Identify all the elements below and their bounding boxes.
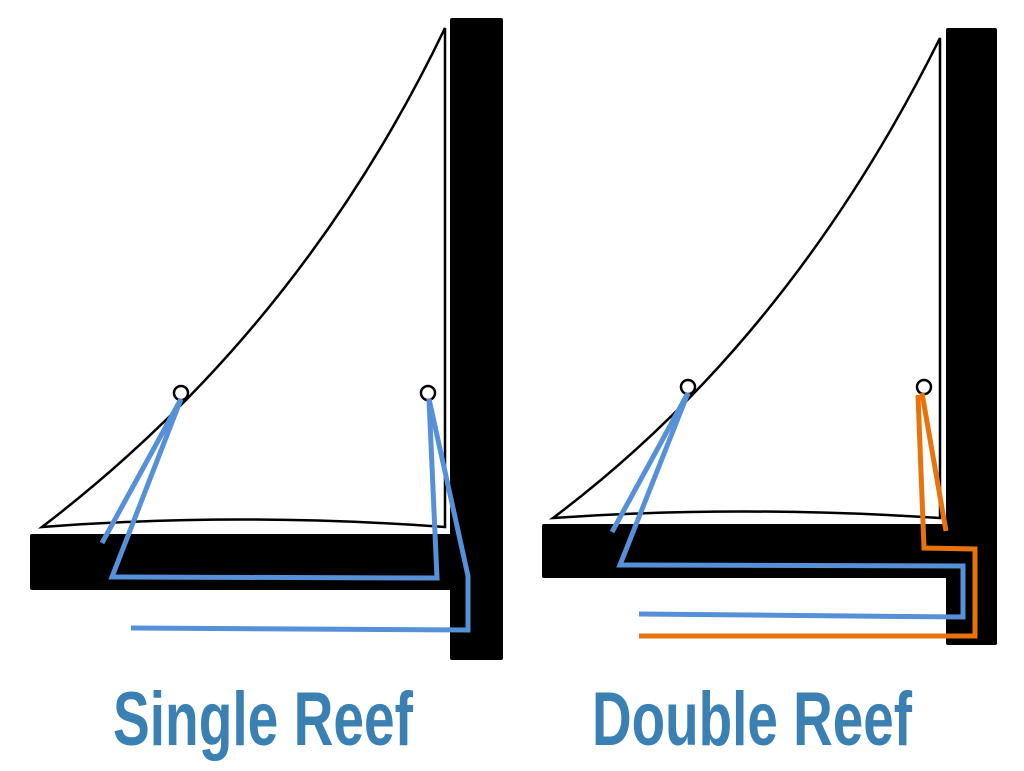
mast: [946, 28, 997, 645]
reef-line-2: [639, 394, 978, 639]
reef-cringle-luff: [172, 384, 190, 402]
double-reef-label: Double Reef: [592, 677, 912, 762]
reef-line-tack-tail: [99, 397, 184, 545]
reef-line-1: [616, 392, 966, 620]
reef-line-1-tail: [609, 391, 691, 534]
reef-cringle-leech: [419, 384, 437, 402]
reef-line-2-tail: [919, 392, 949, 532]
sail: [548, 37, 942, 520]
sail: [37, 27, 447, 529]
single-reef-panel: [30, 18, 503, 660]
mast: [450, 18, 503, 660]
reef-cringle-leech: [915, 378, 933, 396]
double-reef-panel: [542, 28, 997, 645]
reef-line-1-lead: [130, 398, 471, 633]
reef-cringle-luff: [679, 378, 697, 396]
single-reef-label: Single Reef: [113, 677, 413, 762]
boom: [542, 524, 957, 578]
reef-line-1: [108, 398, 440, 581]
boom: [30, 534, 460, 590]
